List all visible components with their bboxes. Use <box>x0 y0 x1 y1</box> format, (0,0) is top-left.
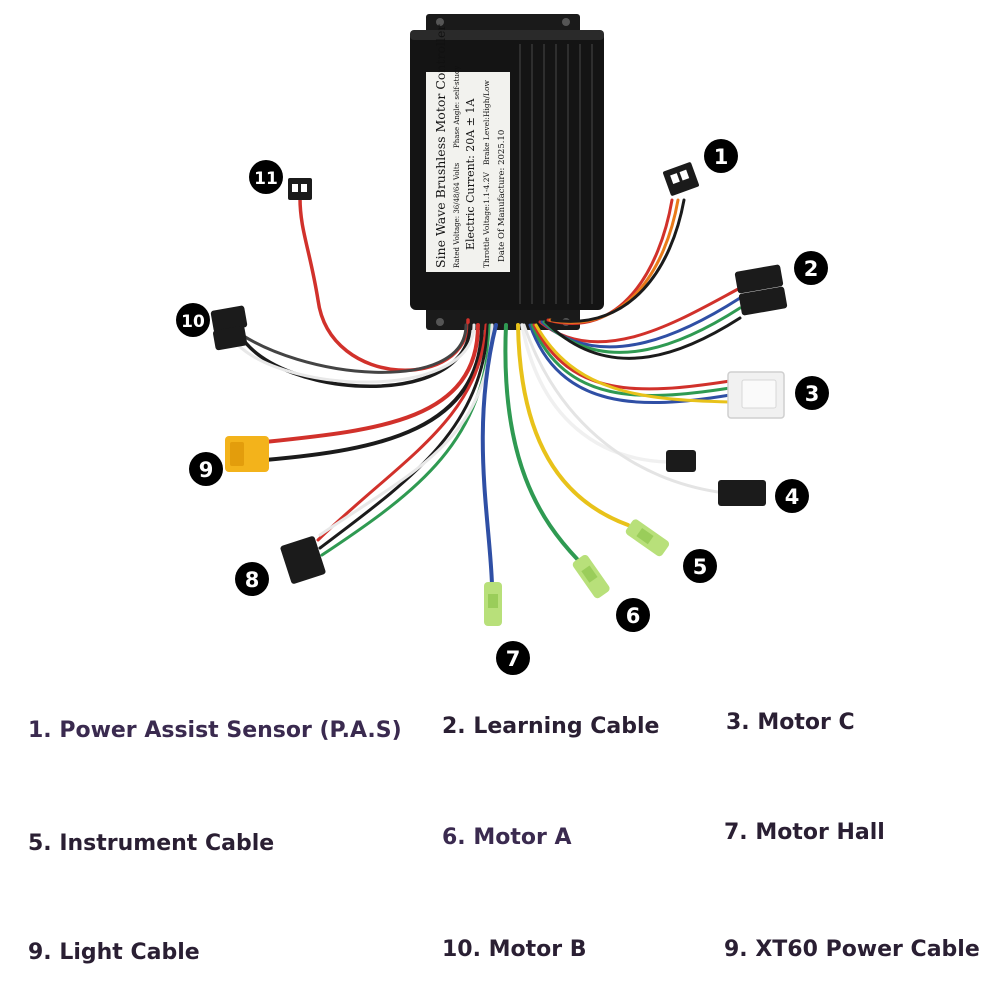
callout-9: 9 <box>189 452 223 486</box>
wire-3-yellow <box>534 323 732 404</box>
controller-wiring-diagram: Sine Wave Brushless Motor Controller Rat… <box>176 14 829 675</box>
wire-10-white <box>236 323 476 384</box>
connector-10 <box>210 305 248 351</box>
legend-item-10: 10. Motor B <box>442 937 587 962</box>
svg-text:6: 6 <box>626 604 641 628</box>
wires <box>230 196 742 587</box>
callouts: 1 2 3 4 5 6 7 8 9 10 11 <box>176 139 829 675</box>
spec-label <box>426 72 510 272</box>
svg-text:8: 8 <box>245 568 260 592</box>
callout-5: 5 <box>683 549 717 583</box>
wire-8-red <box>316 323 488 542</box>
callout-10: 10 <box>176 303 210 337</box>
connector-4 <box>666 450 766 506</box>
label-electric-current: Electric Current: 20A ± 1A <box>464 98 477 250</box>
connector-8 <box>280 536 326 584</box>
callout-7: 7 <box>496 641 530 675</box>
svg-text:5: 5 <box>693 555 708 579</box>
callout-6: 6 <box>616 598 650 632</box>
callout-11: 11 <box>249 160 283 194</box>
terminal-7 <box>484 582 502 626</box>
svg-text:2: 2 <box>804 257 819 281</box>
svg-text:3: 3 <box>805 382 820 406</box>
legend-item-9-light: 9. Light Cable <box>28 940 200 965</box>
svg-text:7: 7 <box>506 647 521 671</box>
legend-item-5: 5. Instrument Cable <box>28 831 275 856</box>
wire-8-green <box>320 323 492 557</box>
terminal-6 <box>572 554 610 599</box>
svg-text:10: 10 <box>181 312 205 332</box>
wire-3-green <box>530 323 732 398</box>
legend-item-6: 6. Motor A <box>442 825 572 850</box>
connectors <box>210 162 788 626</box>
label-phase-angle: Phase Angle: self-study <box>453 66 461 148</box>
callout-1: 1 <box>704 139 738 173</box>
legend-item-3: 3. Motor C <box>726 710 855 735</box>
wire-1-black <box>550 198 686 323</box>
wire-9-black <box>263 323 484 462</box>
legend-item-1: 1. Power Assist Sensor (P.A.S) <box>28 718 402 743</box>
connector-3 <box>727 371 785 419</box>
svg-text:1: 1 <box>714 145 729 169</box>
wire-6-green <box>503 323 580 562</box>
wire-8-white <box>318 323 494 537</box>
connector-1 <box>663 162 699 196</box>
callout-8: 8 <box>235 562 269 596</box>
wire-7-blue <box>480 323 498 587</box>
connector-2 <box>734 264 788 316</box>
wire-9-red <box>263 323 480 444</box>
callout-2: 2 <box>794 251 828 285</box>
wire-10-gray <box>230 323 468 374</box>
svg-text:11: 11 <box>254 169 278 189</box>
wire-4-white-b <box>522 323 720 494</box>
connector-11 <box>288 178 312 200</box>
wire-4-white <box>520 323 670 464</box>
wire-5-yellow <box>516 323 630 527</box>
label-date-of-manufacture: Date Of Manufacture: 2025.10 <box>497 130 507 262</box>
wire-8-black <box>318 323 490 550</box>
label-rated-voltage: Rated Voltage: 36/48/64 Volts <box>453 162 461 268</box>
legend-item-9-xt60: 9. XT60 Power Cable <box>724 937 980 962</box>
controller-housing: Sine Wave Brushless Motor Controller Rat… <box>410 25 604 310</box>
svg-text:4: 4 <box>785 485 800 509</box>
label-title: Sine Wave Brushless Motor Controller <box>433 25 448 268</box>
callout-3: 3 <box>795 376 829 410</box>
legend-item-2: 2. Learning Cable <box>442 714 660 739</box>
legend-item-7: 7. Motor Hall <box>724 820 885 845</box>
terminal-5 <box>625 519 670 557</box>
svg-text:9: 9 <box>199 458 214 482</box>
label-throttle-voltage: Throttle Voltage:1.1-4.2V <box>482 172 491 268</box>
wire-3-red <box>532 323 732 391</box>
wire-2-black <box>544 316 742 360</box>
connector-9-xt60 <box>225 436 269 472</box>
callout-4: 4 <box>775 479 809 513</box>
label-brake-level: Brake Level:High/Low <box>482 79 491 165</box>
